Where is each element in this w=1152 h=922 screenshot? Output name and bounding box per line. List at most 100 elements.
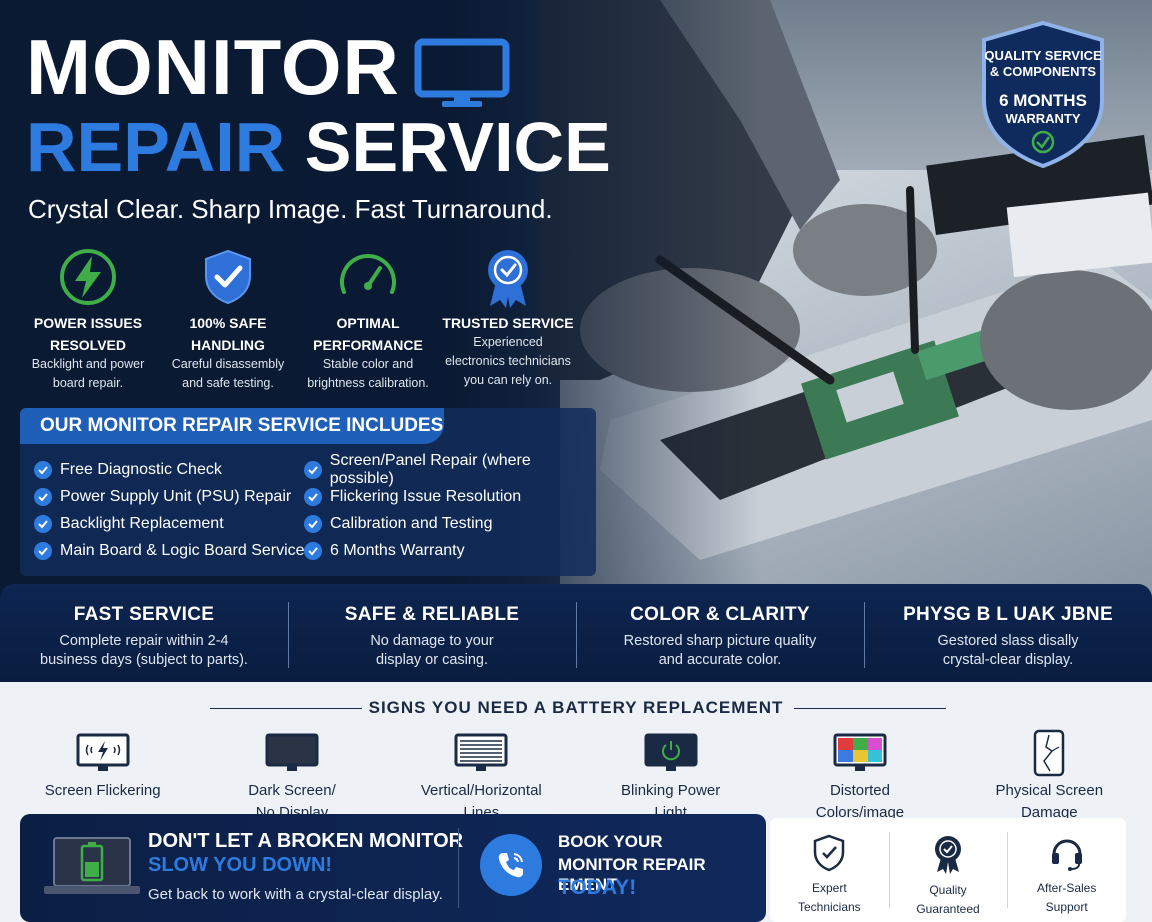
- feature-performance: OPTIMAL PERFORMANCE Stable color and bri…: [298, 244, 438, 392]
- list-item-label: Main Board & Logic Board Service: [60, 541, 305, 559]
- feature-desc: board repair.: [52, 376, 124, 390]
- feature-title: OPTIMAL: [336, 315, 400, 331]
- divider: [210, 708, 362, 709]
- trust-label: After-Sales: [1037, 881, 1097, 895]
- includes-list-right: Screen/Panel Repair (where possible) Fli…: [304, 452, 596, 564]
- feature-title: RESOLVED: [50, 337, 126, 353]
- shield-check-icon: [205, 249, 251, 305]
- check-icon: [34, 541, 52, 560]
- sign-lines: Vertical/Horizontal Lines: [396, 728, 566, 822]
- phone-call-button[interactable]: [480, 834, 542, 896]
- title-repair: REPAIR: [26, 108, 286, 186]
- feature-power: POWER ISSUES RESOLVED Backlight and powe…: [18, 244, 158, 392]
- list-item: Flickering Issue Resolution: [304, 483, 596, 510]
- book-line[interactable]: MONITOR REPAIR EMENT: [558, 855, 706, 894]
- warranty-check-icon: [1031, 130, 1055, 154]
- divider: [458, 828, 459, 908]
- benefit-title: COLOR & CLARITY: [630, 604, 810, 625]
- monitor-icon: [414, 38, 510, 107]
- sign-label: Vertical/Horizontal: [420, 782, 542, 799]
- warranty-line3: 6 MONTHS: [999, 91, 1087, 110]
- cta-headline-accent: SLOW YOU DOWN!: [148, 854, 333, 876]
- list-item-label: 6 Months Warranty: [330, 541, 465, 559]
- trust-label: Quality: [929, 883, 967, 897]
- feature-trusted: TRUSTED SERVICE Experienced electronics …: [438, 244, 578, 392]
- title-monitor: MONITOR: [26, 23, 400, 111]
- trust-label: Guaranteed: [916, 902, 980, 916]
- trust-label: Support: [1045, 900, 1088, 914]
- warranty-line1: QUALITY SERVICE: [984, 48, 1102, 63]
- sign-power-light: Blinking Power Light: [586, 728, 756, 822]
- book-line[interactable]: BOOK YOUR: [558, 832, 663, 851]
- check-icon: [304, 487, 322, 506]
- feature-title: POWER ISSUES: [33, 315, 143, 331]
- sign-label: Distorted: [829, 782, 890, 799]
- includes-panel: OUR MONITOR REPAIR SERVICE INCLUDES Free…: [20, 408, 596, 576]
- sign-dark: Dark Screen/ No Display: [207, 728, 377, 822]
- includes-list-left: Free Diagnostic Check Power Supply Unit …: [34, 456, 305, 564]
- signs-row: Screen Flickering Dark Screen/ No Displa…: [0, 728, 1152, 822]
- trust-support: After-Sales Support: [1007, 818, 1126, 922]
- list-item-label: Backlight Replacement: [60, 514, 224, 532]
- award-ribbon-icon: [488, 250, 528, 308]
- feature-desc: Experienced: [473, 335, 543, 349]
- check-icon: [304, 460, 322, 479]
- feature-desc: you can rely on.: [463, 373, 553, 387]
- check-icon: [34, 487, 52, 506]
- feature-safe: 100% SAFE HANDLING Careful disassembly a…: [158, 244, 298, 392]
- sign-colors: Distorted Colors/image: [775, 728, 945, 822]
- divider: [794, 708, 946, 709]
- sign-label: Blinking Power: [621, 782, 721, 799]
- feature-desc: and safe testing.: [182, 376, 274, 390]
- list-item: 6 Months Warranty: [304, 537, 596, 564]
- trust-quality: Quality Guaranteed: [888, 818, 1008, 922]
- feature-title: 100% SAFE: [189, 315, 267, 331]
- list-item-label: Screen/Panel Repair (where possible): [329, 451, 531, 487]
- feature-desc: Stable color and: [322, 357, 414, 371]
- cta-headline: DON'T LET A BROKEN MONITOR: [148, 830, 464, 852]
- distorted-colors-icon: [833, 733, 887, 771]
- hero-section: MONITOR REPAIR SERVICE Crystal Clear. Sh…: [0, 0, 1152, 690]
- book-today[interactable]: TODAY!: [558, 876, 637, 899]
- tagline: Crystal Clear. Sharp Image. Fast Turnaro…: [28, 194, 553, 224]
- feature-title: PERFORMANCE: [313, 337, 423, 353]
- benefit-title: SAFE & RELIABLE: [344, 604, 520, 625]
- sign-label: Damage: [1020, 804, 1078, 821]
- cta-banner: DON'T LET A BROKEN MONITOR SLOW YOU DOWN…: [20, 814, 766, 922]
- features-row: POWER ISSUES RESOLVED Backlight and powe…: [18, 244, 578, 392]
- includes-heading: OUR MONITOR REPAIR SERVICE INCLUDES: [20, 408, 444, 444]
- list-item: Backlight Replacement: [34, 510, 305, 537]
- lightning-icon: [60, 249, 116, 305]
- sign-label: Dark Screen/: [248, 782, 336, 799]
- cta-subtext: Get back to work with a crystal-clear di…: [148, 886, 443, 903]
- check-icon: [304, 514, 322, 533]
- flicker-screen-icon: [76, 733, 130, 771]
- phone-icon: [498, 853, 523, 878]
- check-icon: [34, 460, 52, 479]
- laptop-battery-icon: [44, 837, 140, 894]
- sign-label: Physical Screen: [995, 782, 1104, 799]
- list-item: Free Diagnostic Check: [34, 456, 305, 483]
- power-light-icon: [644, 733, 698, 771]
- list-item: Screen/Panel Repair (where possible): [304, 452, 596, 487]
- check-icon: [304, 541, 322, 560]
- benefit-title: PHYSG B L UAK JBNE: [903, 604, 1113, 625]
- lines-screen-icon: [454, 733, 508, 771]
- check-icon: [34, 514, 52, 533]
- title-service: SERVICE: [304, 108, 611, 186]
- cracked-phone-icon: [1034, 729, 1065, 777]
- warranty-badge: QUALITY SERVICE & COMPONENTS 6 MONTHS WA…: [982, 20, 1104, 169]
- warranty-line2: & COMPONENTS: [990, 64, 1097, 79]
- list-item: Calibration and Testing: [304, 510, 596, 537]
- sign-flicker: Screen Flickering: [18, 728, 188, 822]
- feature-desc: Backlight and power: [31, 357, 145, 371]
- title-repair-service: REPAIR SERVICE: [26, 112, 611, 182]
- list-item: Power Supply Unit (PSU) Repair: [34, 483, 305, 510]
- benefit-physical: PHYSG B L UAK JBNE Gestored slass disall…: [864, 584, 1152, 682]
